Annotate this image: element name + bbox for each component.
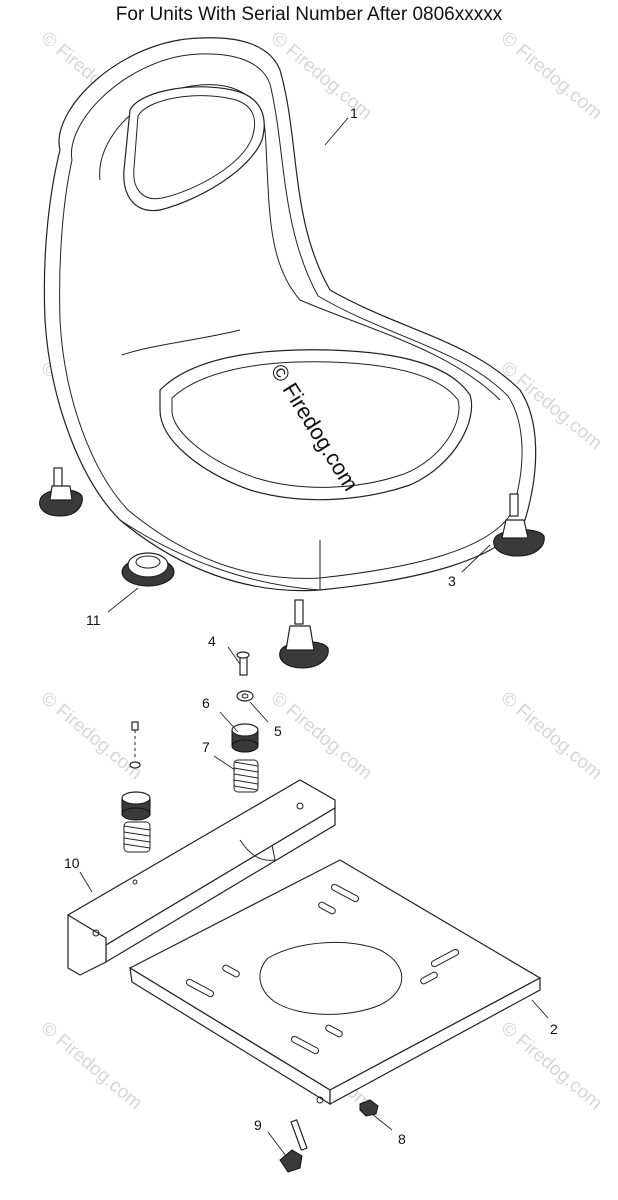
watermark: © Firedog.com — [37, 688, 146, 784]
screw — [279, 1119, 308, 1173]
callout-7: 7 — [202, 739, 210, 755]
callout-2: 2 — [550, 1021, 558, 1037]
nut — [359, 1099, 379, 1117]
bolt — [236, 651, 250, 676]
knob-right — [493, 493, 545, 557]
callout-4: 4 — [208, 633, 216, 649]
watermark: © Firedog.com — [37, 1018, 146, 1114]
callout-6: 6 — [202, 695, 210, 711]
bushing-left — [121, 791, 151, 821]
bushing — [231, 723, 259, 753]
callouts: 1 2 3 4 5 6 7 8 9 10 11 — [64, 105, 558, 1147]
callout-8: 8 — [398, 1131, 406, 1147]
spring-left — [123, 821, 151, 853]
callout-9: 9 — [254, 1117, 262, 1133]
callout-3: 3 — [448, 573, 456, 589]
leader-lines — [79, 117, 549, 1157]
seat: © Firedog.com — [43, 37, 537, 592]
hardware-left-top — [129, 721, 141, 769]
spring-right — [233, 759, 259, 793]
watermark: © Firedog.com — [497, 688, 606, 784]
callout-1: 1 — [350, 105, 358, 121]
callout-10: 10 — [64, 855, 80, 871]
washer — [236, 690, 254, 702]
bracket — [67, 779, 336, 976]
watermark: © Firedog.com — [497, 28, 606, 124]
watermark: © Firedog.com — [267, 688, 376, 784]
callout-5: 5 — [274, 723, 282, 739]
seat-pan — [128, 859, 542, 1106]
callout-11: 11 — [86, 612, 101, 628]
diagram-title: For Units With Serial Number After 0806x… — [115, 4, 503, 25]
switch — [121, 552, 175, 587]
knob-left — [39, 467, 83, 517]
knob-center — [279, 599, 329, 669]
